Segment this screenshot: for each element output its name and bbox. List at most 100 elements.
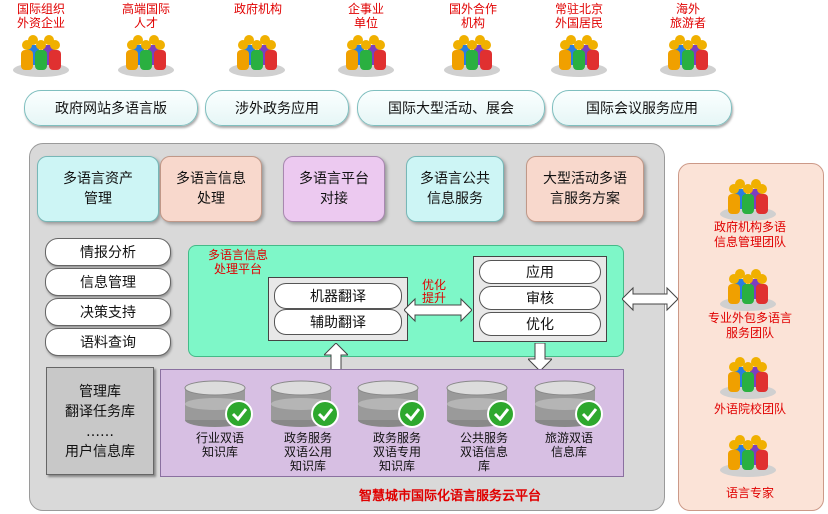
service-line1: 多语言资产 — [63, 171, 133, 187]
side-item-label: 语料查询 — [80, 335, 136, 351]
people-icon — [444, 35, 500, 77]
platform-title: 智慧城市国际化语言服务云平台 — [358, 489, 541, 504]
app-pill: 国际大型活动、展会 — [357, 90, 545, 126]
people-icon — [720, 435, 776, 477]
service-line2: 言服务方案 — [550, 191, 620, 207]
apply-item: 应用 — [479, 260, 601, 284]
database-icon — [270, 380, 339, 428]
double-arrow-icon — [404, 297, 472, 323]
library-line: …… — [86, 424, 114, 440]
team-label: 语言专家 — [678, 486, 822, 501]
service-box: 大型活动多语言服务方案 — [526, 156, 644, 222]
database-label: 公共服务双语信息库 — [439, 431, 529, 473]
app-label: 国际大型活动、展会 — [388, 101, 514, 117]
user-label-line1: 国际组织 — [16, 2, 65, 16]
db-line: 双语专用 — [372, 445, 421, 459]
team-label: 专业外包多语言服务团队 — [678, 311, 822, 341]
label-line1: 优化 — [421, 278, 446, 292]
team-line: 专业外包多语言 — [707, 311, 792, 325]
db-line: 公共服务 — [459, 431, 508, 445]
down-arrow-icon — [528, 343, 552, 371]
user-label-line2: 人才 — [133, 16, 158, 30]
side-item: 情报分析 — [45, 238, 171, 266]
database-label: 政务服务双语公用知识库 — [263, 431, 353, 473]
database-icon — [534, 380, 603, 428]
people-icon — [660, 35, 716, 77]
people-icon — [720, 269, 776, 311]
db-line: 政务服务 — [372, 431, 421, 445]
side-item: 信息管理 — [45, 268, 171, 296]
people-icon — [13, 35, 69, 77]
database-label: 旅游双语信息库 — [524, 431, 614, 459]
service-box: 多语言信息处理 — [160, 156, 262, 222]
app-pill: 国际会议服务应用 — [552, 90, 732, 126]
team-line: 外语院校团队 — [713, 402, 786, 416]
user-label-line1: 国外合作 — [448, 2, 497, 16]
database-icon — [184, 380, 253, 428]
app-pill: 政府网站多语言版 — [24, 90, 198, 126]
service-box: 多语言平台对接 — [283, 156, 385, 222]
user-group-label: 高端国际人才 — [101, 2, 191, 30]
service-line2: 管理 — [84, 191, 112, 207]
app-pill: 涉外政务应用 — [205, 90, 349, 126]
people-icon — [551, 35, 607, 77]
service-line1: 大型活动多语 — [543, 171, 627, 187]
db-line: 知识库 — [289, 459, 326, 473]
title-line1: 多语言信息 — [207, 248, 268, 262]
db-line: 库 — [477, 459, 490, 473]
user-label-line2: 政府机构 — [233, 2, 282, 16]
app-label: 国际会议服务应用 — [586, 101, 698, 117]
user-label-line1: 海外 — [675, 2, 700, 16]
label-line2: 提升 — [421, 291, 446, 305]
side-item: 语料查询 — [45, 328, 171, 356]
user-group-label: 政府机构 — [213, 2, 303, 16]
review-item: 审核 — [479, 286, 601, 310]
db-line: 知识库 — [378, 459, 415, 473]
assisted-translation-item: 辅助翻译 — [274, 309, 402, 335]
optimize-item: 优化 — [479, 312, 601, 336]
service-line2: 信息服务 — [427, 191, 483, 207]
team-line: 政府机构多语 — [713, 220, 786, 234]
db-line: 双语公用 — [283, 445, 332, 459]
processing-platform-title: 多语言信息处理平台 — [198, 248, 278, 276]
team-line: 语言专家 — [725, 486, 774, 500]
people-icon — [229, 35, 285, 77]
team-line: 信息管理团队 — [713, 235, 786, 249]
user-group-label: 国外合作机构 — [428, 2, 518, 30]
db-line: 政务服务 — [283, 431, 332, 445]
side-item-label: 信息管理 — [80, 275, 136, 291]
user-group-label: 海外旅游者 — [643, 2, 733, 30]
side-item-label: 情报分析 — [80, 245, 136, 261]
user-label-line2: 机构 — [460, 16, 485, 30]
user-label-line2: 旅游者 — [669, 16, 706, 30]
user-group-label: 企事业单位 — [321, 2, 411, 30]
people-icon — [720, 357, 776, 399]
service-line2: 处理 — [197, 191, 225, 207]
service-box: 多语言公共信息服务 — [406, 156, 504, 222]
optimize-label: 优化提升 — [406, 279, 462, 305]
item-label: 优化 — [526, 317, 554, 333]
item-label: 应用 — [526, 265, 554, 281]
link-arrow-icon — [622, 286, 678, 312]
user-label-line1: 高端国际 — [121, 2, 170, 16]
db-line: 旅游双语 — [544, 431, 593, 445]
user-label-line1: 企事业 — [347, 2, 384, 16]
people-icon — [720, 179, 776, 221]
service-line1: 多语言信息 — [176, 171, 246, 187]
service-line2: 对接 — [320, 191, 348, 207]
side-item: 决策支持 — [45, 298, 171, 326]
people-icon — [118, 35, 174, 77]
db-line: 行业双语 — [195, 431, 244, 445]
database-icon — [446, 380, 515, 428]
app-label: 涉外政务应用 — [235, 101, 319, 117]
user-label-line2: 单位 — [353, 16, 378, 30]
user-label-line2: 外资企业 — [16, 16, 65, 30]
user-group-label: 常驻北京外国居民 — [534, 2, 624, 30]
library-line: 管理库 — [79, 384, 121, 400]
team-line: 服务团队 — [725, 326, 774, 340]
machine-translation-item: 机器翻译 — [274, 283, 402, 309]
user-label-line2: 外国居民 — [554, 16, 603, 30]
database-icon — [357, 380, 426, 428]
user-group-label: 国际组织外资企业 — [0, 2, 86, 30]
db-line: 双语信息 — [459, 445, 508, 459]
